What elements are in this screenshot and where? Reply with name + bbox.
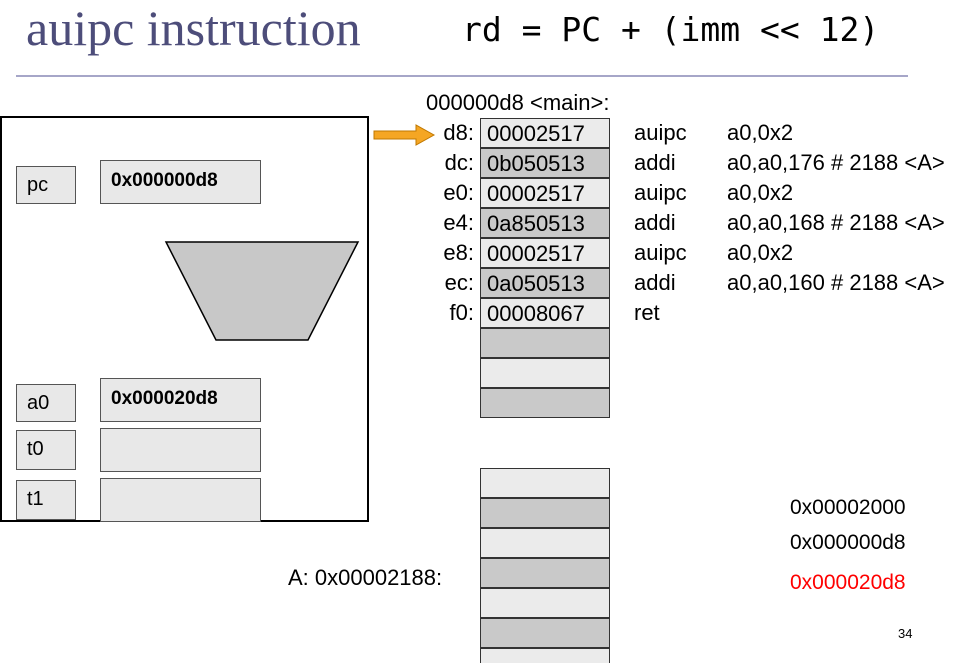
register-label-a0: a0 bbox=[16, 384, 76, 422]
instruction-address: ec: bbox=[444, 270, 474, 295]
instruction-address: f0: bbox=[449, 300, 474, 325]
alu-shape bbox=[164, 241, 360, 341]
instruction-mnemonic: addi bbox=[634, 150, 676, 175]
register-value-t0 bbox=[100, 428, 261, 472]
register-label-t0: t0 bbox=[16, 430, 76, 470]
function-header: 000000d8 <main>: bbox=[426, 90, 610, 115]
memory-cell: 00002517 bbox=[480, 178, 610, 208]
instruction-address: d8: bbox=[443, 120, 474, 145]
memory-cell-empty bbox=[480, 648, 610, 663]
register-value-pc: 0x000000d8 bbox=[100, 160, 261, 204]
title-divider bbox=[16, 75, 908, 77]
memory-cell-empty bbox=[480, 358, 610, 388]
memory-cell-empty bbox=[480, 328, 610, 358]
register-label-t1: t1 bbox=[16, 480, 76, 520]
memory-cell: 0b050513 bbox=[480, 148, 610, 178]
instruction-mnemonic: auipc bbox=[634, 240, 687, 265]
data-label-A: A: 0x00002188: bbox=[288, 565, 443, 590]
memory-cell-empty bbox=[480, 618, 610, 648]
memory-cell: 00002517 bbox=[480, 118, 610, 148]
memory-cell-A bbox=[480, 558, 610, 588]
memory-cell-empty bbox=[480, 388, 610, 418]
register-value-t1 bbox=[100, 478, 261, 522]
memory-cell: 0a050513 bbox=[480, 268, 610, 298]
instruction-operands: a0,0x2 bbox=[727, 240, 794, 265]
instruction-mnemonic: ret bbox=[634, 300, 660, 325]
cpu-block: pc 0x000000d8 a0 0x000020d8 t0 t1 bbox=[0, 116, 369, 522]
instruction-operands: a0,a0,168 # 2188 <A> bbox=[727, 210, 945, 235]
memory-cell-empty bbox=[480, 528, 610, 558]
instruction-mnemonic: auipc bbox=[634, 180, 687, 205]
instruction-operands: a0,a0,160 # 2188 <A> bbox=[727, 270, 945, 295]
register-label-pc: pc bbox=[16, 166, 76, 204]
instruction-address: e4: bbox=[443, 210, 474, 235]
instruction-mnemonic: addi bbox=[634, 210, 676, 235]
instruction-mnemonic: addi bbox=[634, 270, 676, 295]
register-value-a0: 0x000020d8 bbox=[100, 378, 261, 422]
instruction-operands: a0,0x2 bbox=[727, 180, 794, 205]
page-number: 34 bbox=[898, 626, 913, 641]
instruction-operands: a0,a0,176 # 2188 <A> bbox=[727, 150, 945, 175]
instruction-mnemonic: auipc bbox=[634, 120, 687, 145]
instruction-address: dc: bbox=[444, 150, 474, 175]
computation-operand-1: 0x00002000 bbox=[790, 496, 906, 519]
pc-arrow-icon bbox=[373, 124, 436, 146]
memory-cell-empty bbox=[480, 498, 610, 528]
memory-cell: 0a850513 bbox=[480, 208, 610, 238]
instruction-address: e0: bbox=[443, 180, 474, 205]
slide-title: auipc instruction bbox=[26, 0, 361, 56]
computation-operand-2: 0x000000d8 bbox=[790, 531, 906, 554]
slide-formula: rd = PC + (imm << 12) bbox=[462, 10, 880, 49]
memory-cell: 00002517 bbox=[480, 238, 610, 268]
memory-cell: 00008067 bbox=[480, 298, 610, 328]
data-memory bbox=[480, 468, 610, 663]
instruction-address: e8: bbox=[443, 240, 474, 265]
memory-cell-empty bbox=[480, 588, 610, 618]
instruction-operands: a0,0x2 bbox=[727, 120, 794, 145]
memory-cell-empty bbox=[480, 468, 610, 498]
instruction-memory: 00002517 0b050513 00002517 0a850513 0000… bbox=[480, 118, 610, 420]
computation-result: 0x000020d8 bbox=[790, 571, 906, 594]
